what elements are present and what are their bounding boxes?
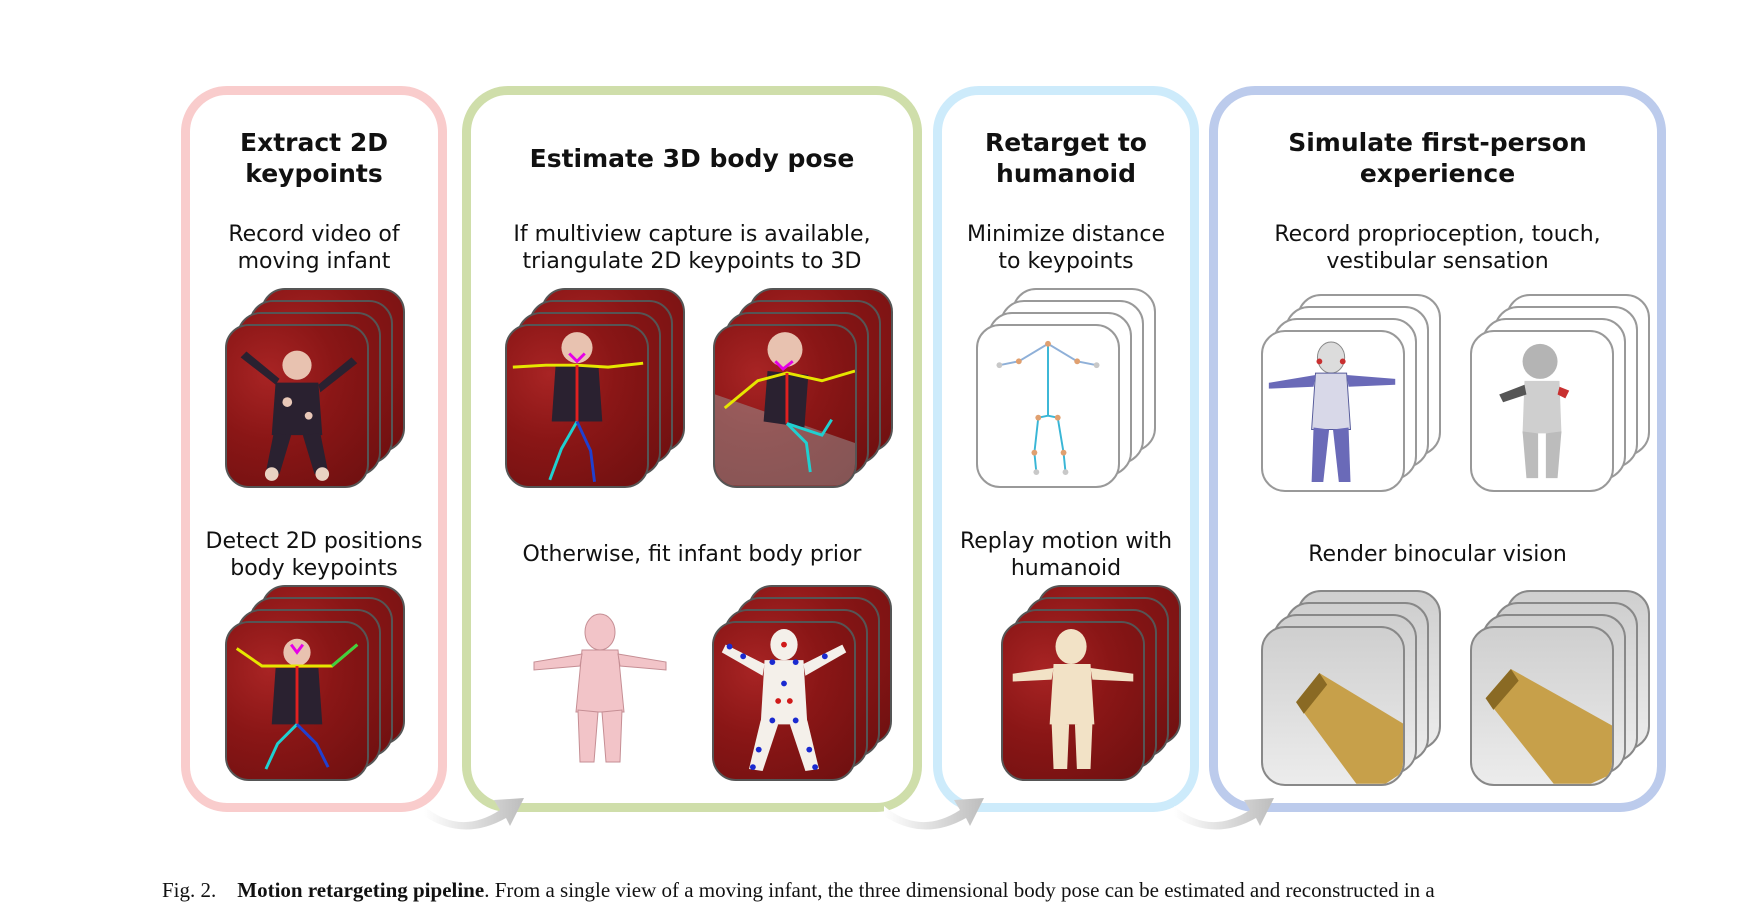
panel-title: Extract 2D keypoints bbox=[190, 127, 438, 189]
proprioception-stack bbox=[1261, 294, 1441, 492]
panel-title: Simulate first-person experience bbox=[1218, 127, 1657, 189]
body-prior-fit-stack bbox=[712, 585, 892, 781]
panel-subtitle: Record proprioception, touch, vestibular… bbox=[1218, 221, 1657, 275]
multiview-stack-a bbox=[505, 288, 685, 488]
infant-video-stack bbox=[225, 288, 405, 488]
flow-arrow-icon bbox=[420, 780, 530, 838]
humanoid-replay-stack bbox=[1001, 585, 1181, 781]
binocular-vision-stack-right bbox=[1470, 590, 1650, 786]
skeleton-retarget-stack bbox=[976, 288, 1156, 488]
panel-subtitle: Detect 2D positions body keypoints bbox=[190, 528, 438, 582]
panel-subtitle: Replay motion with humanoid bbox=[942, 528, 1190, 582]
infant-body-prior-model bbox=[530, 612, 670, 772]
figure-caption: Fig. 2. Motion retargeting pipeline. Fro… bbox=[162, 878, 1682, 902]
keypoints-2d-stack bbox=[225, 585, 405, 781]
panel-subtitle: Render binocular vision bbox=[1218, 541, 1657, 568]
panel-subtitle: Minimize distance to keypoints bbox=[942, 221, 1190, 275]
panel-subtitle: Otherwise, fit infant body prior bbox=[471, 541, 913, 568]
flow-arrow-icon bbox=[1170, 780, 1280, 838]
panel-title: Estimate 3D body pose bbox=[471, 143, 913, 174]
caption-text: . From a single view of a moving infant,… bbox=[484, 878, 1435, 902]
flow-arrow-icon bbox=[880, 780, 990, 838]
multiview-stack-b bbox=[713, 288, 893, 488]
touch-vestibular-stack bbox=[1470, 294, 1650, 492]
panel-subtitle: If multiview capture is available, trian… bbox=[471, 221, 913, 275]
caption-prefix: Fig. 2. bbox=[162, 878, 216, 902]
caption-title: Motion retargeting pipeline bbox=[237, 878, 484, 902]
binocular-vision-stack-left bbox=[1261, 590, 1441, 786]
panel-subtitle: Record video of moving infant bbox=[190, 221, 438, 275]
panel-title: Retarget to humanoid bbox=[942, 127, 1190, 189]
